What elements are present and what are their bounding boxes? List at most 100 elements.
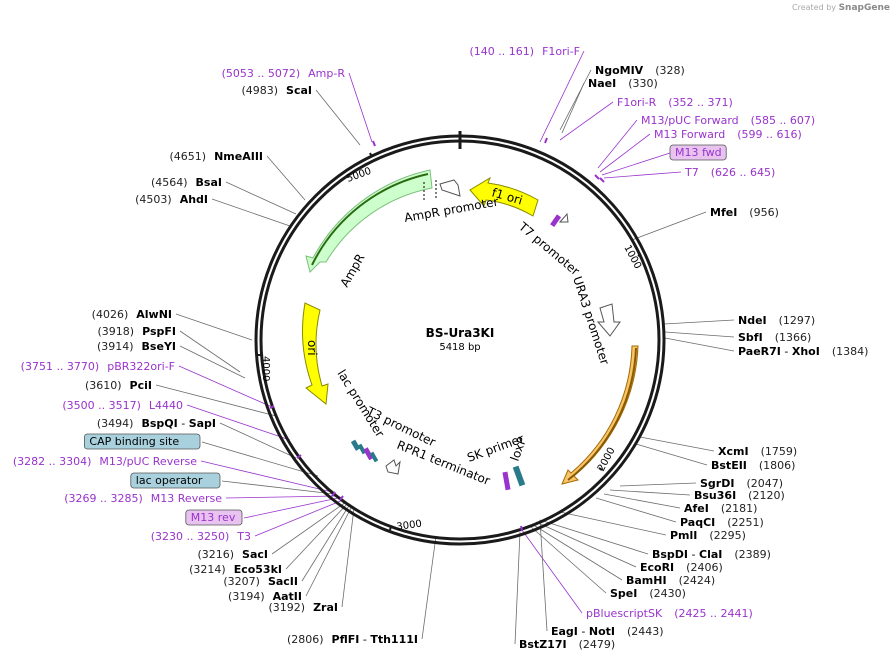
label-sacii[interactable]: (3207)SacII bbox=[223, 575, 298, 588]
leader-line bbox=[301, 503, 351, 582]
leader-line bbox=[186, 404, 291, 441]
label-ecori[interactable]: EcoRI(2406) bbox=[640, 561, 723, 574]
label-f1ori-f-text: (140 .. 161)F1ori-F bbox=[470, 45, 581, 58]
label-cap-binding-site[interactable]: CAP binding site bbox=[84, 433, 201, 450]
leader-line bbox=[521, 529, 583, 614]
label-pmli[interactable]: PmlI(2295) bbox=[670, 529, 746, 542]
label-eco53ki[interactable]: (3214)Eco53kI bbox=[189, 563, 282, 576]
label-ngomiv[interactable]: NgoMIV(328) bbox=[595, 64, 685, 77]
label-pflfi-tth111i[interactable]: (2806)PflFI - Tth111I bbox=[287, 633, 418, 646]
label-m13-fwd[interactable]: M13 fwd bbox=[669, 144, 727, 161]
label-eagi-noti[interactable]: EagI - NotI(2443) bbox=[551, 625, 664, 638]
label-bamhi[interactable]: BamHI(2424) bbox=[626, 574, 715, 587]
label-m13-reverse[interactable]: (3269 .. 3285)M13 Reverse bbox=[64, 492, 222, 505]
leader-line bbox=[561, 82, 585, 134]
leader-line bbox=[603, 493, 681, 509]
feature-t7-promoter: T7 promoter bbox=[515, 212, 582, 278]
label-l4440[interactable]: (3500 .. 3517)L4440 bbox=[62, 399, 183, 412]
label-sbfi-text: SbfI(1366) bbox=[738, 331, 811, 344]
label-alwni-text: (4026)AlwNI bbox=[92, 308, 172, 321]
label-m13-puc-reverse[interactable]: (3282 .. 3304)M13/pUC Reverse bbox=[13, 455, 197, 468]
label-bspdi-clai[interactable]: BspDI - ClaI(2389) bbox=[652, 548, 771, 561]
label-bsteii-text: BstEII(1806) bbox=[711, 459, 795, 472]
label-t7[interactable]: T7(626 .. 645) bbox=[684, 166, 775, 179]
label-t7-text: T7(626 .. 645) bbox=[684, 166, 775, 179]
label-nmeaiii[interactable]: (4651)NmeAIII bbox=[170, 150, 264, 163]
label-m13-puc-forward[interactable]: M13/pUC Forward(585 .. 607) bbox=[641, 114, 815, 127]
label-pspfi[interactable]: (3918)PspFI bbox=[98, 325, 176, 338]
label-lac-operator[interactable]: lac operator bbox=[130, 472, 221, 489]
label-pflfi-tth111i-text: (2806)PflFI - Tth111I bbox=[287, 633, 418, 646]
label-mfei[interactable]: MfeI(956) bbox=[710, 206, 779, 219]
label-mfei-text: MfeI(956) bbox=[710, 206, 779, 219]
leader-line bbox=[221, 480, 335, 495]
tick-3000: 3000 bbox=[389, 519, 423, 533]
tick-label-4000: 4000 bbox=[260, 356, 271, 381]
label-lac-operator-text: lac operator bbox=[136, 474, 203, 487]
label-bseyi[interactable]: (3914)BseYI bbox=[97, 340, 176, 353]
label-m13-forward-text: M13 Forward(599 .. 616) bbox=[654, 128, 802, 141]
label-scai[interactable]: (4983)ScaI bbox=[241, 84, 312, 97]
label-f1ori-f[interactable]: (140 .. 161)F1ori-F bbox=[470, 45, 581, 58]
label-spei-text: SpeI(2430) bbox=[610, 587, 686, 600]
leader-line bbox=[603, 171, 682, 179]
label-pmli-text: PmlI(2295) bbox=[670, 529, 746, 542]
leader-line bbox=[539, 519, 649, 555]
label-pbr322ori-f-text: (3751 .. 3770)pBR322ori-F bbox=[21, 360, 175, 373]
label-t3[interactable]: (3230 .. 3250)T3 bbox=[151, 530, 251, 543]
feature-label-rpr1-terminator: RPR1 terminator bbox=[395, 438, 492, 488]
leader-line bbox=[514, 531, 521, 645]
label-pbluescriptsk[interactable]: pBluescriptSK(2425 .. 2441) bbox=[586, 607, 753, 620]
label-bsu36i[interactable]: Bsu36I(2120) bbox=[694, 489, 785, 502]
label-m13-reverse-text: (3269 .. 3285)M13 Reverse bbox=[64, 492, 222, 505]
label-naei-text: NaeI(330) bbox=[588, 77, 658, 90]
label-pcii[interactable]: (3610)PciI bbox=[85, 379, 152, 392]
label-m13-rev[interactable]: M13 rev bbox=[185, 509, 243, 526]
leader-line bbox=[266, 155, 306, 201]
label-naei[interactable]: NaeI(330) bbox=[588, 77, 658, 90]
label-scai-text: (4983)ScaI bbox=[241, 84, 312, 97]
label-alwni[interactable]: (4026)AlwNI bbox=[92, 308, 172, 321]
leader-line bbox=[639, 436, 715, 452]
leader-line bbox=[225, 495, 337, 499]
label-m13-fwd-text: M13 fwd bbox=[675, 146, 722, 159]
label-bamhi-text: BamHI(2424) bbox=[626, 574, 715, 587]
feature-rpr1-terminator: RPR1 terminator bbox=[385, 438, 492, 488]
label-bspqi-sapi[interactable]: (3494)BspQI - SapI bbox=[97, 417, 216, 430]
label-ecori-text: EcoRI(2406) bbox=[640, 561, 723, 574]
label-ahdi[interactable]: (4503)AhdI bbox=[135, 193, 208, 206]
label-afei[interactable]: AfeI(2181) bbox=[684, 502, 757, 515]
label-paer7i-xhoi[interactable]: PaeR7I - XhoI(1384) bbox=[738, 345, 868, 358]
label-ahdi-text: (4503)AhdI bbox=[135, 193, 208, 206]
leader-line bbox=[599, 133, 651, 173]
label-m13-forward[interactable]: M13 Forward(599 .. 616) bbox=[654, 128, 802, 141]
leader-line bbox=[559, 511, 667, 536]
leader-line bbox=[243, 497, 339, 519]
label-bsteii[interactable]: BstEII(1806) bbox=[711, 459, 795, 472]
label-t3-text: (3230 .. 3250)T3 bbox=[151, 530, 251, 543]
leader-line bbox=[285, 502, 349, 570]
label-bsai[interactable]: (4564)BsaI bbox=[151, 176, 222, 189]
label-amp-r[interactable]: (5053 .. 5072)Amp-R bbox=[222, 67, 346, 80]
label-bstz17i[interactable]: BstZ17I(2479) bbox=[519, 638, 615, 651]
leader-line bbox=[559, 69, 592, 131]
label-xcmi[interactable]: XcmI(1759) bbox=[718, 445, 797, 458]
leader-line bbox=[305, 505, 353, 597]
label-zrai[interactable]: (3192)ZraI bbox=[269, 601, 339, 614]
label-aatii-text: (3194)AatII bbox=[228, 590, 302, 603]
label-saci[interactable]: (3216)SacI bbox=[197, 548, 268, 561]
label-pbr322ori-f[interactable]: (3751 .. 3770)pBR322ori-F bbox=[21, 360, 175, 373]
label-ngomiv-text: NgoMIV(328) bbox=[595, 64, 685, 77]
tick-4000: 4000 bbox=[258, 354, 271, 381]
label-m13-puc-forward-text: M13/pUC Forward(585 .. 607) bbox=[641, 114, 815, 127]
leader-line bbox=[535, 521, 637, 568]
label-f1ori-r[interactable]: F1ori-R(352 .. 371) bbox=[617, 96, 733, 109]
label-spei[interactable]: SpeI(2430) bbox=[610, 587, 686, 600]
label-paqci[interactable]: PaqCI(2251) bbox=[680, 516, 764, 529]
label-sbfi[interactable]: SbfI(1366) bbox=[738, 331, 811, 344]
label-bstz17i-text: BstZ17I(2479) bbox=[519, 638, 615, 651]
leader-line bbox=[179, 345, 246, 379]
label-ndei[interactable]: NdeI(1297) bbox=[738, 314, 815, 327]
label-aatii[interactable]: (3194)AatII bbox=[228, 590, 302, 603]
label-sgrdi[interactable]: SgrDI(2047) bbox=[700, 477, 783, 490]
